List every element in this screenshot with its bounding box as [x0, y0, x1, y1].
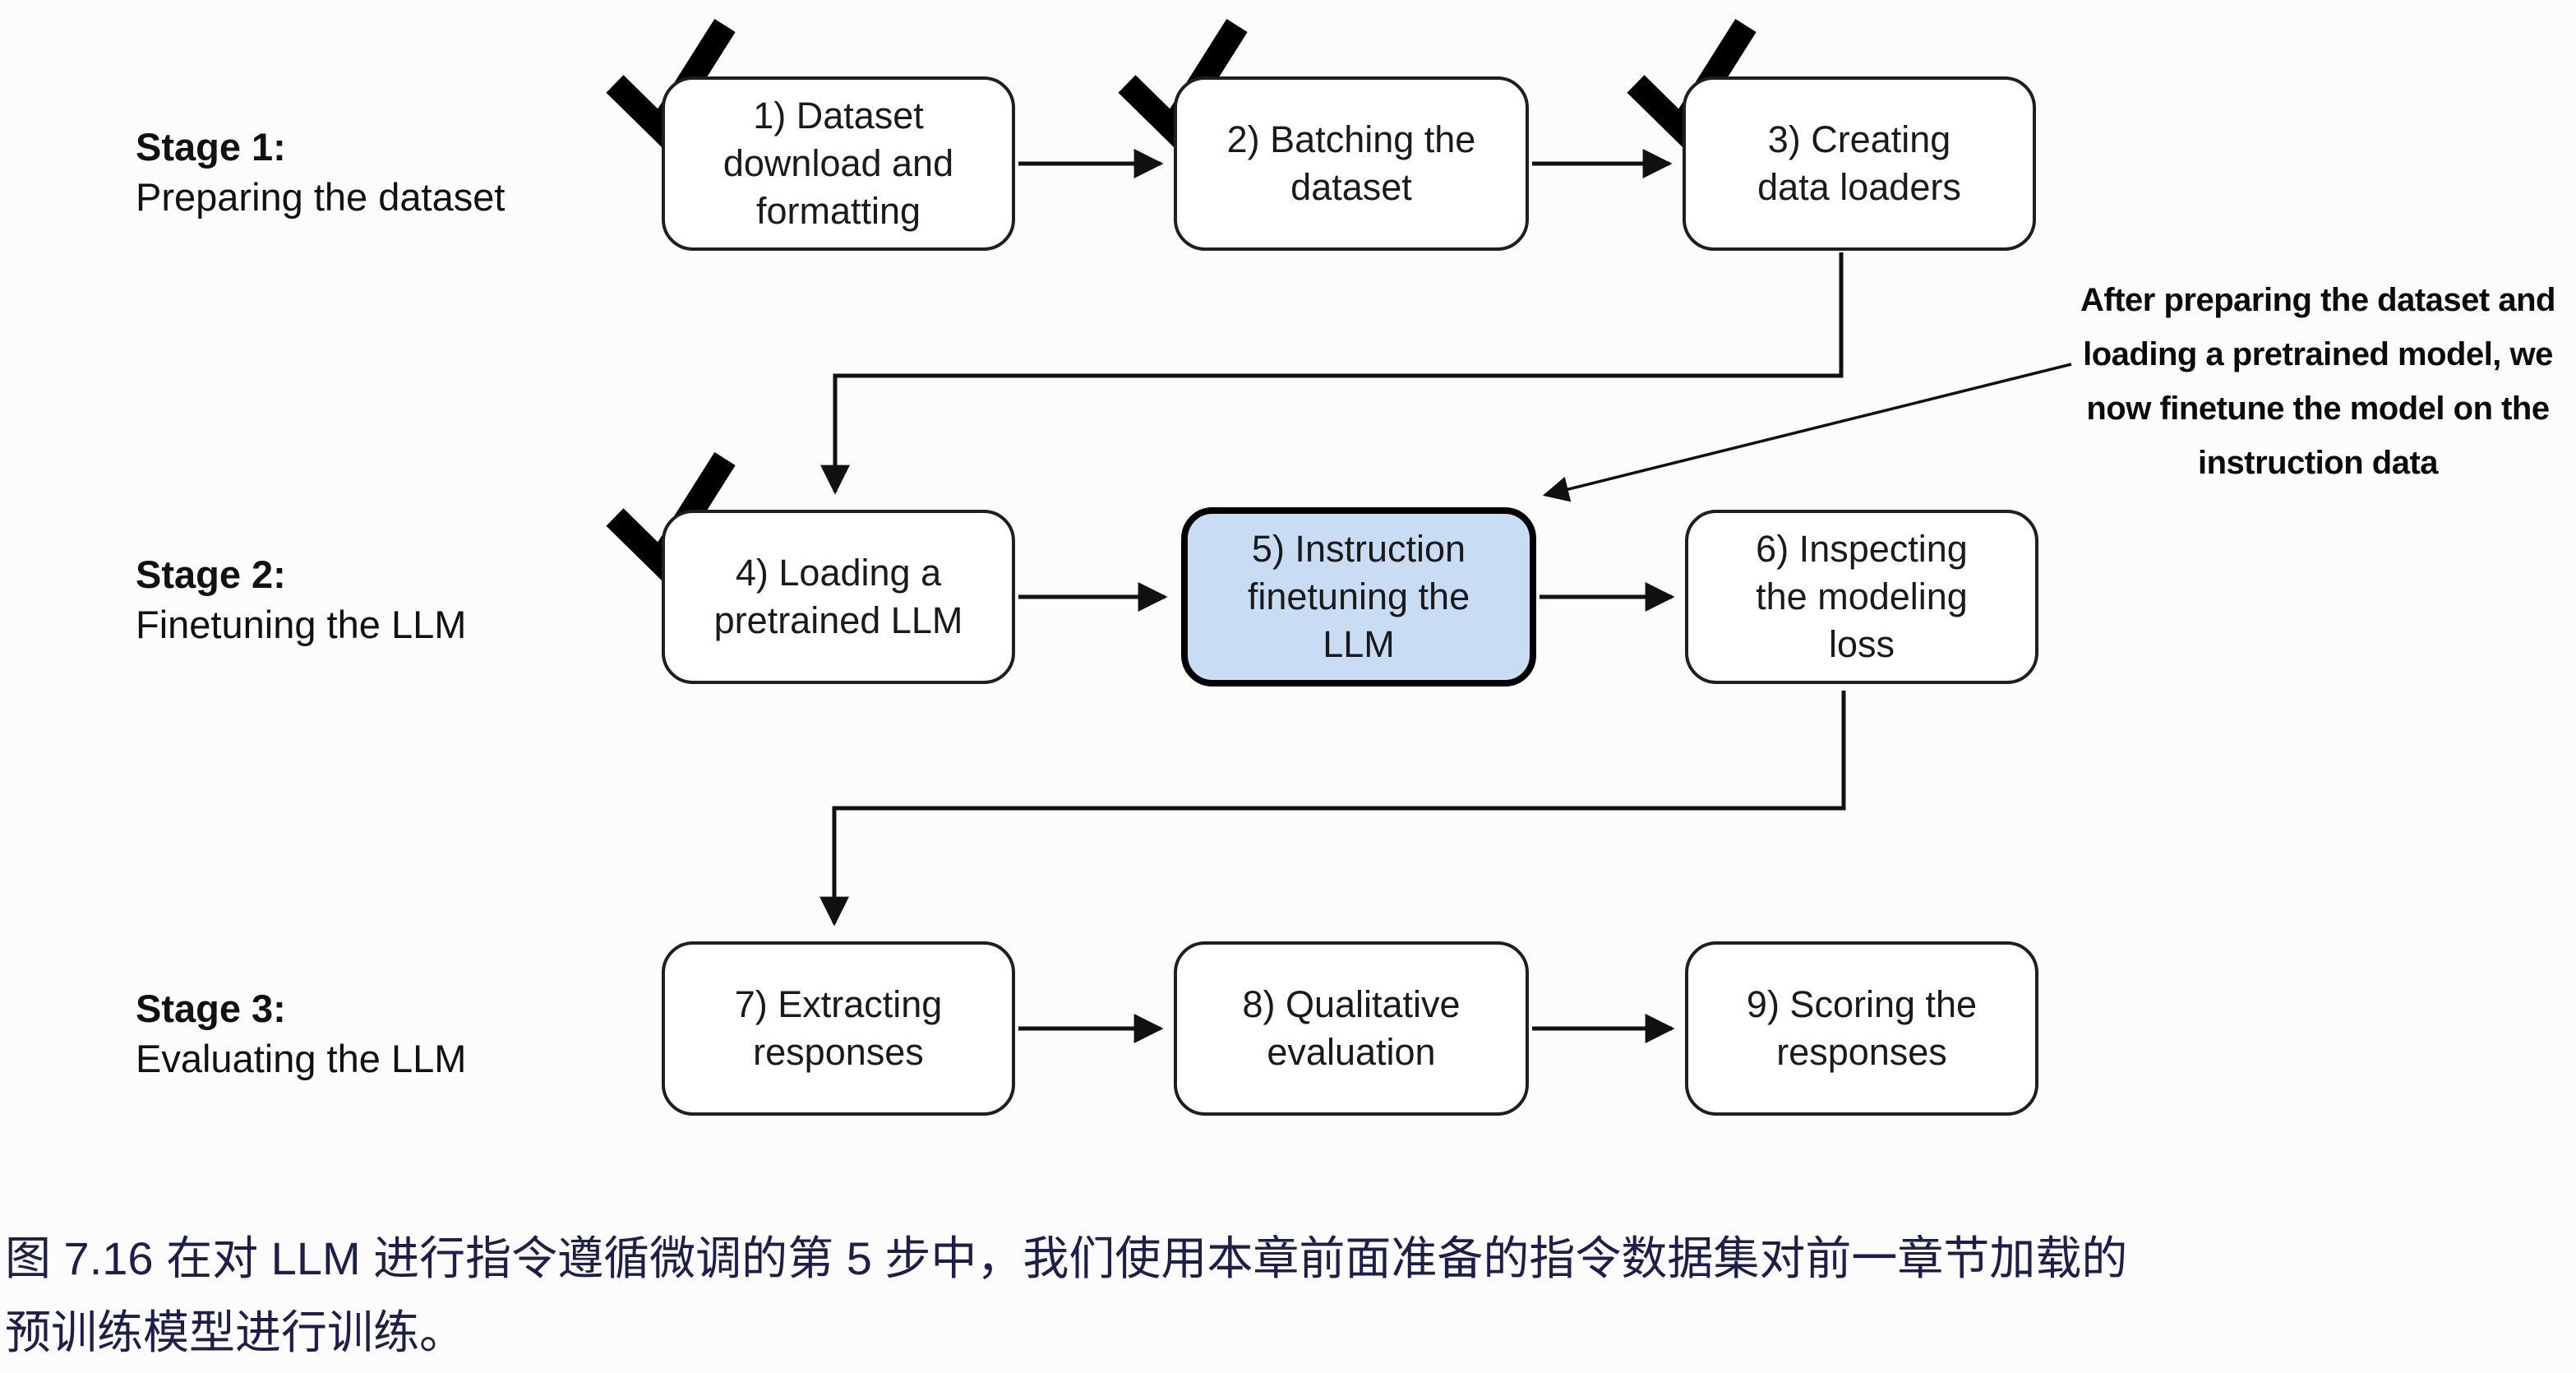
stage2-subtitle: Finetuning the LLM [136, 603, 467, 646]
flow-box-8-qualitative-evaluation: 8) Qualitative evaluation [1174, 941, 1529, 1116]
check-icon [606, 18, 736, 148]
flow-box-4-loading-pretrained: 4) Loading a pretrained LLM [662, 510, 1015, 684]
annotation-arrow [1542, 363, 2072, 502]
stage1-label: Stage 1: Preparing the dataset [136, 122, 505, 222]
stage3-subtitle: Evaluating the LLM [136, 1037, 467, 1080]
stage1-title: Stage 1: [136, 125, 286, 169]
flow-box-6-inspecting-loss: 6) Inspecting the modeling loss [1685, 510, 2038, 684]
check-icon [1118, 18, 1248, 148]
figure-caption: 图 7.16 在对 LLM 进行指令遵循微调的第 5 步中，我们使用本章前面准备… [5, 1232, 2128, 1358]
flow-box-7-extracting-responses: 7) Extracting responses [662, 941, 1015, 1116]
flow-box-2-batching-dataset: 2) Batching the dataset [1174, 76, 1529, 251]
annotation-note: After preparing the dataset and loading … [2080, 282, 2555, 481]
stage3-label: Stage 3: Evaluating the LLM [136, 983, 466, 1084]
flow-box-9-scoring-responses: 9) Scoring the responses [1685, 941, 2038, 1116]
connector-box6-box7 [819, 691, 1846, 927]
connector-box3-box4 [820, 252, 1844, 495]
stage2-title: Stage 2: [136, 552, 286, 596]
flow-box-3-creating-loaders: 3) Creating data loaders [1683, 76, 2036, 251]
check-icon [1627, 18, 1757, 148]
stage3-title: Stage 3: [136, 987, 286, 1030]
flow-box-5-instruction-finetuning: 5) Instruction finetuning the LLM [1181, 507, 1536, 686]
stage1-subtitle: Preparing the dataset [136, 175, 506, 219]
check-icon [606, 451, 736, 581]
stage2-label: Stage 2: Finetuning the LLM [136, 549, 466, 650]
flow-box-1-dataset-download: 1) Dataset download and formatting [662, 76, 1015, 251]
